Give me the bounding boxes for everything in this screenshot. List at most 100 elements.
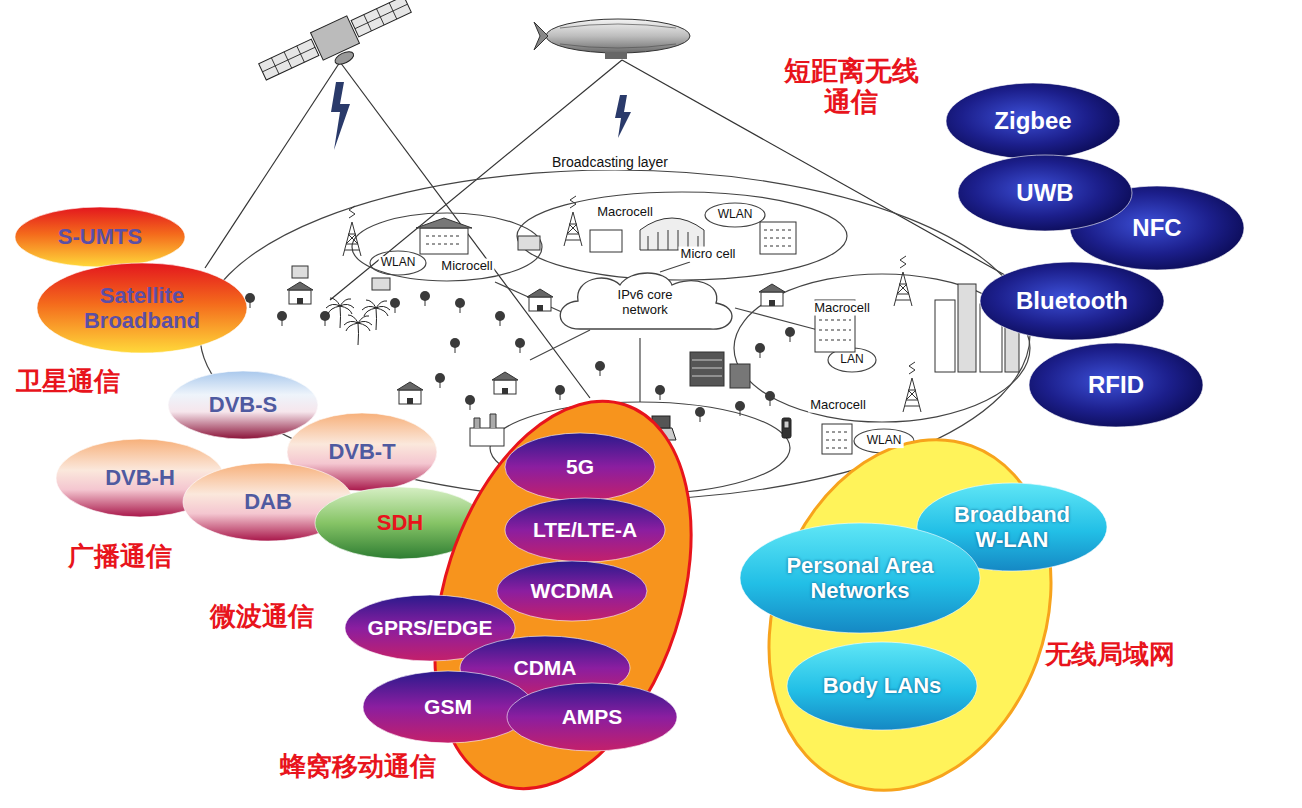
network-ellipse: Satellite Broadband [36,262,248,354]
node-label: Satellite Broadband [67,283,217,334]
node-label: IPv6 core network [600,288,690,318]
network-ellipse: AMPS [506,682,678,752]
broadcast-beam [340,62,590,398]
building [822,424,852,454]
node-ellipse [946,83,1120,159]
tree-icon [785,327,795,342]
tree-icon [515,338,525,353]
node-label: 5G [566,455,594,479]
building [426,236,462,244]
tree-icon [450,338,460,353]
backbone-link [530,330,590,360]
group-ellipse: 蜂窝移动通信5GLTE/LTE-AWCDMAGPRS/EDGECDMAGSMAM… [420,390,710,800]
network-ellipse: S-UMTS [14,206,186,268]
node-label: Zigbee [994,107,1071,135]
network-ellipse: DVB-S [167,370,319,440]
category-label: 广播通信 [66,542,174,572]
tree-icon [435,373,445,388]
node-label: SDH [377,510,423,535]
building [518,236,540,250]
building [760,222,796,254]
group-heading: 蜂窝移动通信 [280,752,436,782]
node-label: WCDMA [531,579,614,603]
airship-icon [534,19,690,59]
lightning-bolt [615,95,631,138]
building [690,352,724,386]
radio-tower [894,256,912,306]
node-ellipse [740,523,980,633]
tree-icon [555,385,565,400]
tree-icon [455,298,465,313]
node-label: DVB-S [209,392,277,417]
coverage-area [705,203,765,227]
node-label: Bluetooth [1016,287,1128,315]
group-heading: 无线局域网 [1045,640,1175,670]
node-ellipse [15,207,185,267]
tree-icon [735,401,745,416]
device-icon [784,421,789,428]
group-ellipse: 无线局域网Broadband W-LANPersonal Area Networ… [760,425,1060,805]
tree-icon [495,311,505,326]
building [474,414,496,428]
group-outline [722,400,1099,808]
node-label: RFID [1088,371,1144,399]
building [470,428,504,446]
backbone-link [639,338,640,402]
node-label: LTE/LTE-A [533,518,637,542]
category-label: 微波通信 [208,602,316,632]
network-ellipse: WCDMA [496,560,648,622]
node-ellipse [497,561,647,621]
network-ellipse: GSM [362,670,534,744]
airship-icon [560,24,676,48]
radio-tower [343,206,361,256]
node-ellipse [168,371,318,439]
node-ellipse [787,642,977,730]
building [935,300,955,372]
network-ellipse: Zigbee [945,82,1121,160]
node-ellipse [980,262,1164,340]
house-icon [759,284,785,306]
backbone-link [495,262,818,402]
airship-icon [546,19,690,53]
cell-label: Macrocell [595,205,655,220]
house-icon [527,289,553,311]
cell-label: Micro cell [679,247,738,262]
building [640,218,704,250]
building [826,432,848,448]
network-ellipse: 5G [504,432,656,502]
palm-tree [326,298,390,345]
airship-icon [605,52,627,59]
tree-icon [465,395,475,410]
node-label: Broadband W-LAN [947,502,1077,553]
palm-tree [362,300,390,330]
node-label: NFC [1132,214,1181,242]
cell-label: LAN [838,353,865,367]
building [420,228,468,254]
node-label: DAB [244,489,292,514]
airship-icon [534,22,548,50]
house-icon [397,382,423,404]
cell-label: WLAN [716,208,755,222]
cell-label: Macrocell [812,301,872,316]
coverage-area [370,251,426,275]
lightning-bolt [331,82,350,150]
node-label: Personal Area Networks [770,553,950,604]
network-ellipse: Personal Area Networks [739,522,981,634]
satellite-icon [333,49,355,67]
node-label: GPRS/EDGE [368,616,493,640]
core-network-cloud: IPv6 core network [550,267,740,339]
cell-label: Macrocell [808,398,868,413]
tree-icon [420,291,430,306]
node-ellipse [958,155,1132,231]
tree-icon [655,385,665,400]
satellite-icon [256,0,419,96]
node-ellipse [363,671,533,743]
node-label: S-UMTS [58,224,142,249]
tree-icon [755,343,765,358]
network-ellipse: LTE/LTE-A [504,497,666,563]
building [958,284,976,372]
coverage-area [517,192,847,280]
palm-tree [344,315,372,345]
network-ellipse: Body LANs [786,641,978,731]
device-icon [646,416,791,440]
